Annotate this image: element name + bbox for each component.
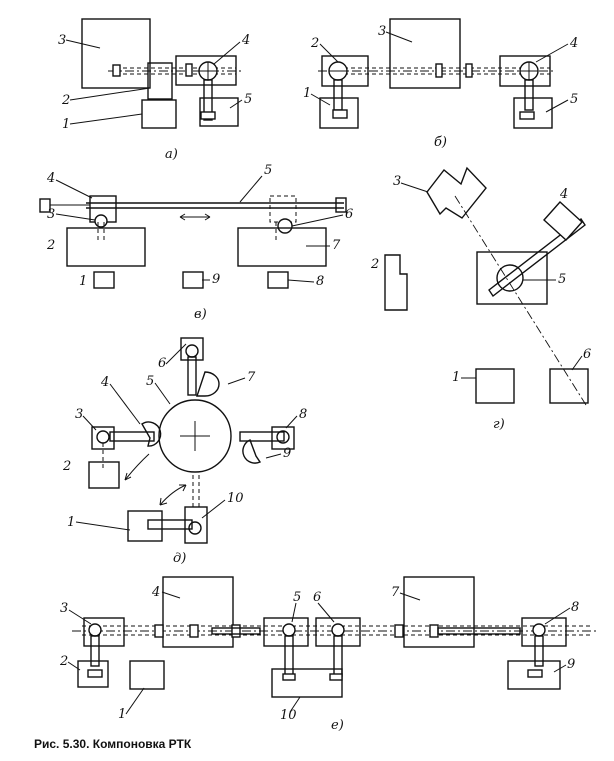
label-1: 1 xyxy=(62,117,70,132)
panel-b: 2 3 4 1 5 б) xyxy=(303,18,578,150)
label-5: 5 xyxy=(570,92,578,107)
panel-a-sub: а) xyxy=(165,147,178,162)
panel-a: 3 2 1 4 5 а) xyxy=(58,18,252,162)
machine-4 xyxy=(162,576,234,648)
machine-4 xyxy=(543,201,583,241)
label-7: 7 xyxy=(391,585,400,600)
label-10: 10 xyxy=(280,708,297,723)
panel-e: 3 4 5 6 7 8 2 9 1 10 е) xyxy=(59,576,596,733)
gripper-6 xyxy=(277,218,293,234)
machine-7 xyxy=(237,227,327,267)
robot-4-frame xyxy=(175,55,237,86)
label-5: 5 xyxy=(146,374,154,389)
label-5: 5 xyxy=(264,163,272,178)
label-1: 1 xyxy=(452,370,460,385)
label-1: 1 xyxy=(67,515,75,530)
storage-1 xyxy=(129,660,165,690)
label-1: 1 xyxy=(118,707,126,722)
label-6: 6 xyxy=(313,590,321,605)
panel-v: 4 5 3 6 2 7 1 9 8 в) xyxy=(39,163,353,322)
machine-3 xyxy=(389,18,461,89)
label-4: 4 xyxy=(151,585,160,600)
storage-8 xyxy=(267,271,289,289)
label-5: 5 xyxy=(244,92,252,107)
label-2: 2 xyxy=(310,36,319,51)
label-6: 6 xyxy=(583,347,591,362)
label-7: 7 xyxy=(332,238,341,253)
machine-7 xyxy=(196,371,220,397)
label-2: 2 xyxy=(370,257,379,272)
robot-5-frame xyxy=(263,617,309,647)
label-3: 3 xyxy=(75,407,83,422)
label-4: 4 xyxy=(100,375,109,390)
machine-2 xyxy=(384,254,408,311)
storage-10 xyxy=(271,668,343,698)
label-10: 10 xyxy=(227,491,244,506)
storage-2 xyxy=(77,660,109,688)
storage-5 xyxy=(199,97,239,127)
robot-base-2 xyxy=(147,62,173,100)
label-6: 6 xyxy=(345,207,353,222)
table-5 xyxy=(158,399,232,473)
storage-5 xyxy=(513,97,553,129)
label-4: 4 xyxy=(46,171,55,186)
label-3: 3 xyxy=(47,207,55,222)
label-4: 4 xyxy=(559,187,568,202)
label-1: 1 xyxy=(303,86,311,101)
panel-g: 3 4 2 5 6 1 г) xyxy=(370,166,591,432)
label-8: 8 xyxy=(299,407,307,422)
storage-1 xyxy=(475,368,515,404)
label-5: 5 xyxy=(558,272,566,287)
machine-3 xyxy=(426,166,487,219)
label-3: 3 xyxy=(58,33,66,48)
gripper-3 xyxy=(94,214,108,228)
label-2: 2 xyxy=(62,459,71,474)
storage-9 xyxy=(182,271,204,289)
label-9: 9 xyxy=(283,446,291,461)
robot-6-frame xyxy=(315,617,361,647)
storage-1 xyxy=(93,271,115,289)
label-5: 5 xyxy=(293,590,301,605)
label-2: 2 xyxy=(61,93,70,108)
panel-e-sub: е) xyxy=(331,718,344,733)
storage-1 xyxy=(127,510,163,542)
label-3: 3 xyxy=(60,601,68,616)
label-2: 2 xyxy=(59,654,68,669)
machine-9 xyxy=(242,439,262,464)
label-3: 3 xyxy=(378,24,386,39)
storage-6 xyxy=(549,368,589,404)
label-8: 8 xyxy=(571,600,579,615)
robot-5-joint xyxy=(496,264,524,292)
panel-d: 6 7 4 5 8 3 9 2 1 10 д) xyxy=(62,337,307,566)
panel-d-sub: д) xyxy=(173,551,186,566)
panel-g-sub: г) xyxy=(493,417,505,432)
label-3: 3 xyxy=(393,174,401,189)
label-7: 7 xyxy=(247,370,256,385)
panel-b-sub: б) xyxy=(434,135,447,150)
label-1: 1 xyxy=(79,274,87,289)
robot-8-frame xyxy=(521,617,567,647)
panel-v-sub: в) xyxy=(194,307,207,322)
label-6: 6 xyxy=(158,356,166,371)
label-4: 4 xyxy=(241,33,250,48)
robot-base-5 xyxy=(476,251,548,305)
storage-1 xyxy=(319,97,359,129)
storage-9 xyxy=(507,660,561,690)
machine-3 xyxy=(81,18,151,89)
storage-1 xyxy=(141,99,177,129)
label-9: 9 xyxy=(212,272,220,287)
label-8: 8 xyxy=(316,274,324,289)
robot-3-frame xyxy=(83,617,125,647)
label-4: 4 xyxy=(569,36,578,51)
label-2: 2 xyxy=(46,238,55,253)
machine-2 xyxy=(66,227,146,267)
label-9: 9 xyxy=(567,657,575,672)
machine-4 xyxy=(141,421,162,447)
storage-2 xyxy=(88,461,120,489)
figure-caption: Рис. 5.30. Компоновка РТК xyxy=(34,737,192,751)
machine-7 xyxy=(403,576,475,648)
